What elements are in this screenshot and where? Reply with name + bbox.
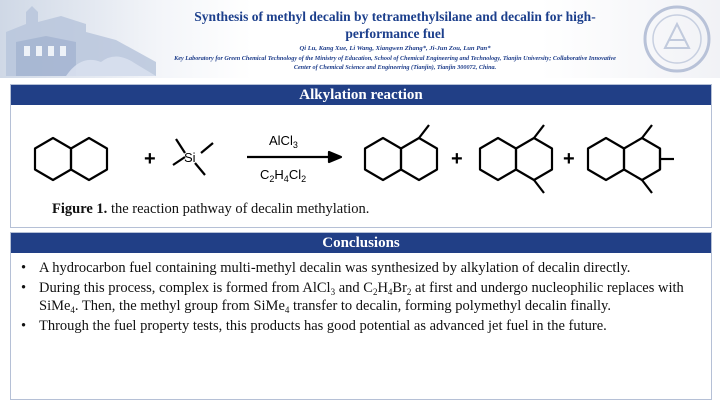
- bullet: •: [21, 279, 27, 296]
- decalin-structure: [33, 136, 109, 182]
- affiliation: Key Laboratory for Green Chemical Techno…: [174, 55, 616, 71]
- poster-title: Synthesis of methyl decalin by tetrameth…: [194, 9, 596, 41]
- author-list: Qi Lu, Kang Xue, Li Wang, Xiangwen Zhang…: [299, 45, 491, 52]
- bullet: •: [21, 260, 27, 276]
- product-methyl-decalin-2: [478, 124, 554, 194]
- list-item: •During this process, complex is formed …: [21, 279, 684, 315]
- reaction-arrow: [247, 150, 343, 164]
- university-building-logo: [6, 6, 156, 76]
- alkylation-section: Alkylation reaction: [10, 84, 712, 228]
- silicon-label: Si: [184, 150, 196, 165]
- university-seal-logo: [643, 5, 711, 73]
- section-heading-alkylation: Alkylation reaction: [11, 85, 711, 105]
- reaction-scheme: + + + Si AlCl3 C2H4Cl2: [33, 124, 674, 194]
- poster-header: Synthesis of methyl decalin by tetrameth…: [0, 0, 720, 78]
- plus-sign: +: [563, 148, 575, 170]
- list-item: •A hydrocarbon fuel containing multi-met…: [21, 260, 631, 276]
- bullet: •: [21, 317, 27, 334]
- product-methyl-decalin-3: [586, 124, 674, 194]
- tetramethylsilane-structure: [172, 138, 214, 176]
- catalyst-label: AlCl3: [269, 133, 298, 150]
- conclusions-section: Conclusions •A hydrocarbon fuel containi…: [10, 232, 712, 400]
- plus-sign: +: [144, 148, 156, 170]
- solvent-label: C2H4Cl2: [260, 167, 306, 184]
- product-methyl-decalin-1: [363, 124, 439, 182]
- figure-caption: Figure 1. the reaction pathway of decali…: [52, 201, 369, 218]
- conclusions-list: •A hydrocarbon fuel containing multi-met…: [17, 259, 707, 336]
- figure-caption-text: the reaction pathway of decalin methylat…: [107, 201, 370, 217]
- plus-sign: +: [451, 148, 463, 170]
- section-heading-conclusions: Conclusions: [11, 233, 711, 253]
- figure-label: Figure 1.: [52, 201, 108, 217]
- list-item: •Through the fuel property tests, this p…: [21, 317, 607, 334]
